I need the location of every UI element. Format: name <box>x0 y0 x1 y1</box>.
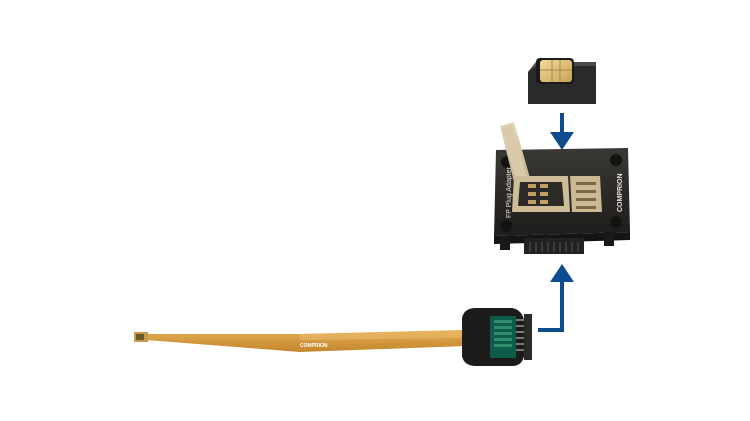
arrow-down-icon <box>550 113 574 150</box>
adapter-brand: COMPRION <box>617 174 624 213</box>
adapter-label: FP Plug Adapter <box>506 166 513 218</box>
cable-brand: COMPRION <box>300 343 328 349</box>
plug-adapter-board: FP Plug Adapter COMPRION <box>494 122 630 254</box>
sim-card <box>528 58 596 104</box>
sim-chip <box>540 60 572 82</box>
flex-cable: COMPRION <box>134 330 466 352</box>
cable-connector <box>462 308 532 366</box>
arrow-up-elbow-icon <box>538 264 574 332</box>
